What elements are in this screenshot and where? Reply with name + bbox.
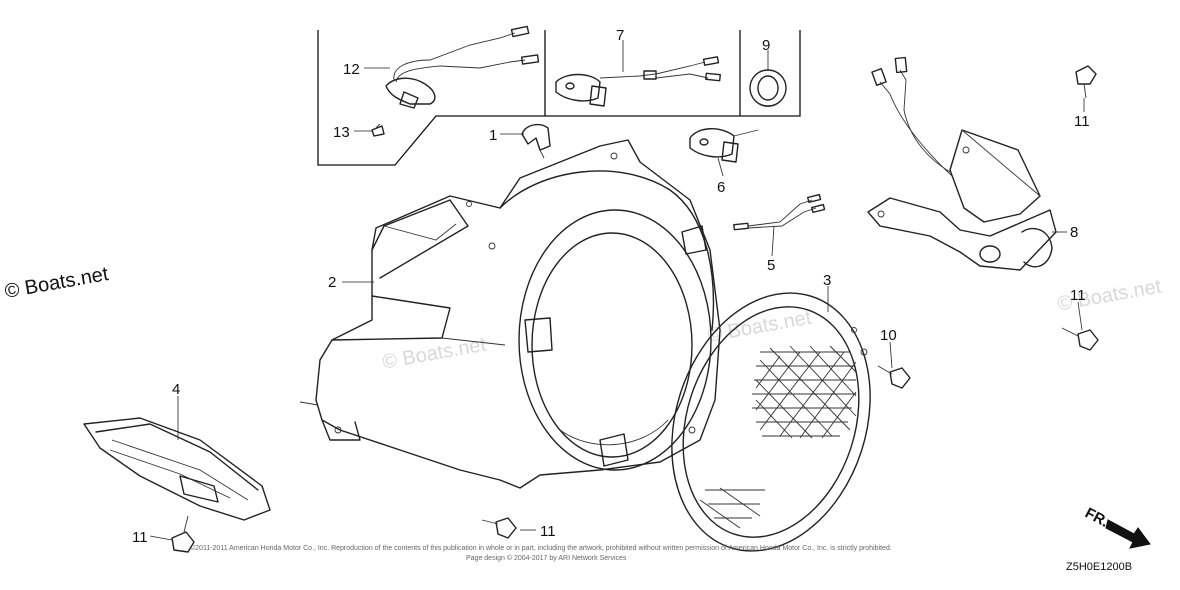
part-11-bolt-right <box>1061 327 1099 351</box>
callout-11-center: 11 <box>540 523 556 540</box>
part-2-fan-cover <box>299 139 721 489</box>
copyright-line-2: Page design © 2004-2017 by ARI Network S… <box>466 554 627 562</box>
callout-11-top: 11 <box>1074 113 1090 130</box>
part-1-clip <box>521 123 551 159</box>
watermark-faint: © Boats.net <box>381 334 488 374</box>
part-11-bolt-top <box>1075 65 1097 99</box>
callout-11-bottom-left: 11 <box>132 529 148 546</box>
diagram-code: Z5H0E1200B <box>1066 561 1132 573</box>
callout-4: 4 <box>172 381 180 398</box>
callout-6: 6 <box>717 179 725 196</box>
callout-2: 2 <box>328 274 336 291</box>
part-11-bolt-center <box>481 517 517 539</box>
part-12-sensor-assembly <box>385 25 540 109</box>
faint-watermarks: © Boats.net © Boats.net © Boats.net <box>381 275 1164 374</box>
part-5-wire <box>733 193 826 231</box>
watermark-main: © Boats.net <box>3 263 110 303</box>
callout-7: 7 <box>616 27 624 44</box>
part-3-screen <box>671 292 871 552</box>
part-4-shroud <box>83 417 271 521</box>
callout-9: 9 <box>762 37 770 54</box>
copyright-line-1: ©2011-2011 American Honda Motor Co., Inc… <box>190 544 892 552</box>
part-6-sensor <box>689 128 759 163</box>
callout-3: 3 <box>823 272 831 289</box>
part-13-screw <box>371 123 385 137</box>
callout-10: 10 <box>880 327 897 344</box>
leader-lines <box>149 40 1085 541</box>
part-10-bolt <box>877 365 911 389</box>
callout-1: 1 <box>489 127 497 144</box>
inset-box <box>317 30 801 166</box>
part-8-bracket <box>867 56 1057 271</box>
callout-13: 13 <box>333 124 350 141</box>
callout-5: 5 <box>767 257 775 274</box>
callout-11-right: 11 <box>1070 287 1086 304</box>
front-direction-indicator: FR. <box>1082 505 1151 549</box>
front-arrow-icon <box>1105 519 1151 549</box>
part-9-grommet <box>749 69 787 107</box>
callout-12: 12 <box>343 61 360 78</box>
part-7-sensor <box>555 56 721 107</box>
part-11-bolt-bottom-left <box>171 515 195 553</box>
callout-8: 8 <box>1070 224 1078 241</box>
